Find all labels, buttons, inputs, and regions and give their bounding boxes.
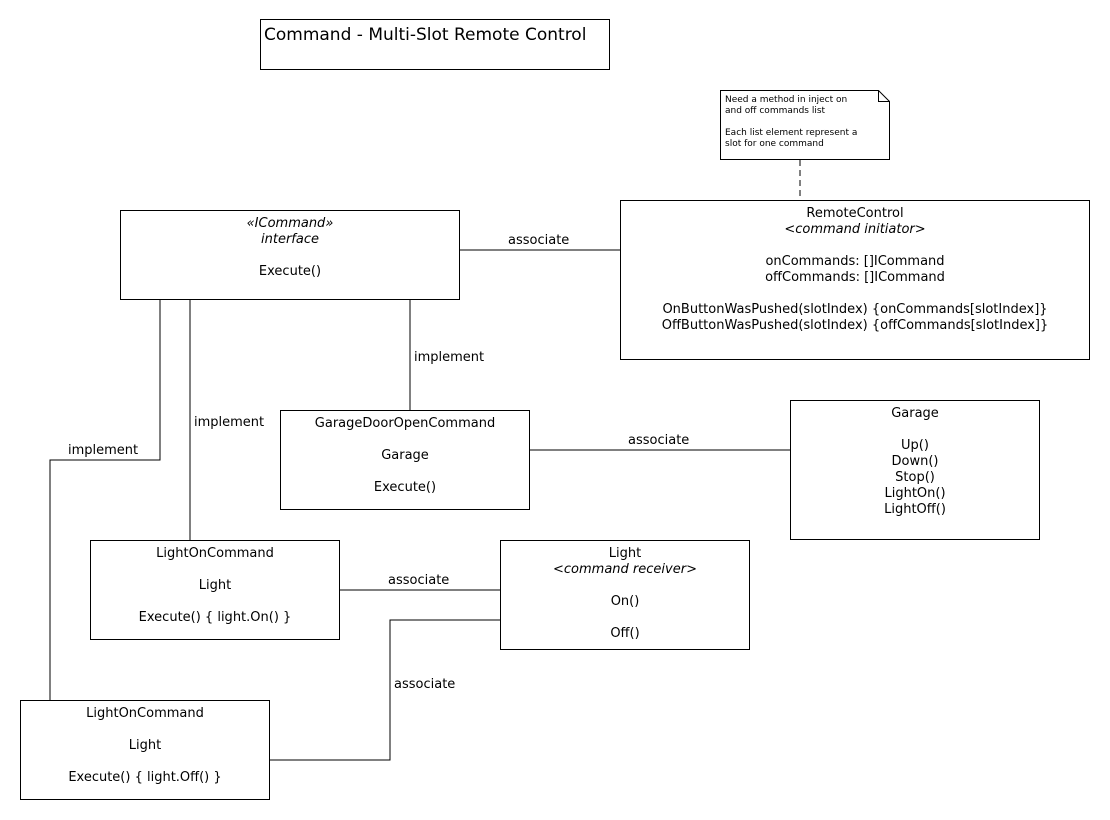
light-method-off: Off() [610, 626, 640, 641]
note-line-4: slot for one command [725, 139, 824, 149]
assoc-lightoff-label: associate [394, 677, 456, 692]
garage-cmd-method: Execute() [373, 480, 437, 495]
icommand-method: Execute() [258, 264, 322, 279]
garage-method-lightoff: LightOff() [884, 502, 946, 517]
assoc-lighton-label: associate [388, 573, 450, 588]
remote-name: RemoteControl [806, 206, 904, 221]
garage-cmd-name: GarageDoorOpenCommand [314, 416, 496, 431]
garage-method-lighton: LightOn() [884, 486, 946, 501]
note-text: Need a method in inject on and off comma… [725, 95, 857, 150]
assoc-lightoff-line [270, 619, 500, 761]
light-off-method: Execute() { light.Off() } [68, 770, 222, 785]
garage-method-down: Down() [891, 454, 939, 469]
remote-attr-on: onCommands: []ICommand [765, 254, 945, 269]
garage-method-up: Up() [901, 438, 929, 453]
note: Need a method in inject on and off comma… [720, 90, 890, 160]
remote-method-off: OffButtonWasPushed(slotIndex) {offComman… [661, 318, 1049, 333]
light-box: Light <command receiver> On() Off() [500, 540, 750, 650]
light-on-method: Execute() { light.On() } [138, 610, 292, 625]
garage-name: Garage [891, 406, 939, 421]
impl-garage-label: implement [414, 350, 485, 365]
note-shape [720, 90, 890, 160]
remote-attr-off: offCommands: []ICommand [765, 270, 945, 285]
garage-method-stop: Stop() [895, 470, 935, 485]
assoc-garage-label: associate [628, 433, 690, 448]
light-method-on: On() [610, 594, 640, 609]
assoc-remote-label: associate [508, 233, 570, 248]
light-off-field: Light [128, 738, 162, 753]
icommand-interface-box: «ICommand» interface Execute() [120, 210, 460, 300]
garage-door-open-command-box: GarageDoorOpenCommand Garage Execute() [280, 410, 530, 510]
remote-method-on: OnButtonWasPushed(slotIndex) {onCommands… [662, 302, 1048, 317]
impl-lightoff-line [49, 300, 161, 700]
icommand-kind: interface [261, 232, 319, 247]
note-line-2: and off commands list [725, 106, 826, 116]
light-on-field: Light [198, 578, 232, 593]
remote-role: <command initiator> [784, 222, 926, 237]
garage-cmd-field: Garage [381, 448, 429, 463]
light-name: Light [608, 546, 642, 561]
light-on-command-box: LightOnCommand Light Execute() { light.O… [90, 540, 340, 640]
diagram-title: Command - Multi-Slot Remote Control [260, 19, 610, 70]
garage-box: Garage Up() Down() Stop() LightOn() Ligh… [790, 400, 1040, 540]
icommand-stereotype: «ICommand» [246, 216, 334, 231]
impl-lightoff-label: implement [68, 443, 139, 458]
remote-control-box: RemoteControl <command initiator> onComm… [620, 200, 1090, 360]
light-role: <command receiver> [553, 562, 697, 577]
note-line-1: Need a method in inject on [725, 95, 848, 105]
light-on-name: LightOnCommand [156, 546, 274, 561]
impl-lighton-label: implement [194, 415, 265, 430]
light-off-command-box: LightOnCommand Light Execute() { light.O… [20, 700, 270, 800]
note-line-3: Each list element represent a [725, 128, 858, 138]
light-off-name: LightOnCommand [86, 706, 204, 721]
